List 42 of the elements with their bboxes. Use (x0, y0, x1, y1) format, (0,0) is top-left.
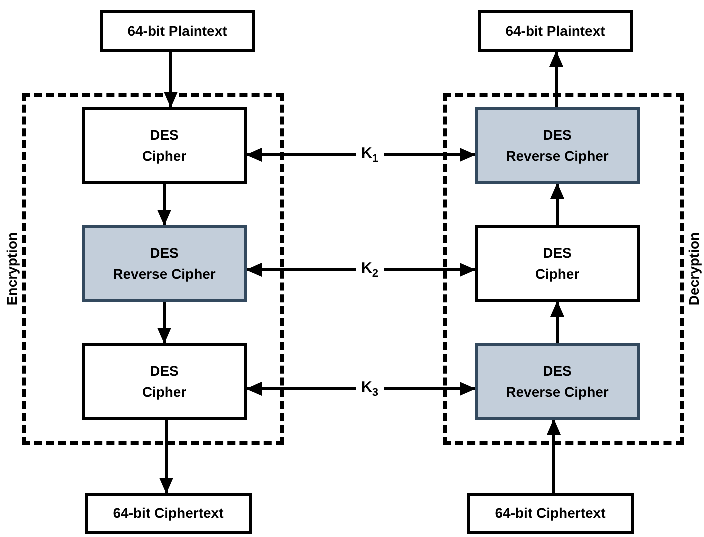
process-box (475, 107, 640, 184)
box-text: DES (543, 126, 572, 146)
box-text: Reverse Cipher (113, 264, 216, 284)
process-box (467, 493, 634, 534)
box-text: Cipher (142, 146, 187, 166)
group-label: Encryption (4, 232, 20, 306)
arrow (384, 148, 476, 162)
box-text: DES (150, 244, 179, 264)
arrow (246, 263, 356, 277)
box-text: Cipher (535, 264, 580, 284)
box-text: DES (543, 362, 572, 382)
arrow (384, 382, 476, 396)
box-text: 64-bit Plaintext (128, 22, 228, 41)
process-box (82, 107, 247, 184)
arrow (550, 183, 564, 225)
arrow (547, 419, 561, 493)
arrow (246, 148, 356, 162)
process-box (82, 225, 247, 302)
process-box (478, 10, 633, 52)
process-box (82, 343, 247, 420)
arrow (550, 301, 564, 343)
box-text: Reverse Cipher (506, 382, 609, 402)
arrow (158, 302, 172, 344)
arrow (384, 263, 476, 277)
process-box (475, 343, 640, 420)
box-text: 64-bit Ciphertext (113, 504, 224, 524)
box-text: 64-bit Ciphertext (495, 504, 606, 524)
process-box (475, 225, 640, 302)
box-text: Reverse Cipher (506, 146, 609, 166)
box-text: DES (150, 362, 179, 382)
group-label: Decryption (686, 232, 702, 306)
process-box (85, 493, 252, 534)
arrow (158, 184, 172, 226)
arrow (246, 382, 356, 396)
arrow (550, 51, 564, 107)
box-text: 64-bit Plaintext (506, 22, 606, 41)
arrow (164, 52, 178, 108)
box-text: Cipher (142, 382, 187, 402)
box-text: DES (543, 244, 572, 264)
process-box (100, 10, 255, 52)
arrow (160, 420, 174, 494)
box-text: DES (150, 126, 179, 146)
